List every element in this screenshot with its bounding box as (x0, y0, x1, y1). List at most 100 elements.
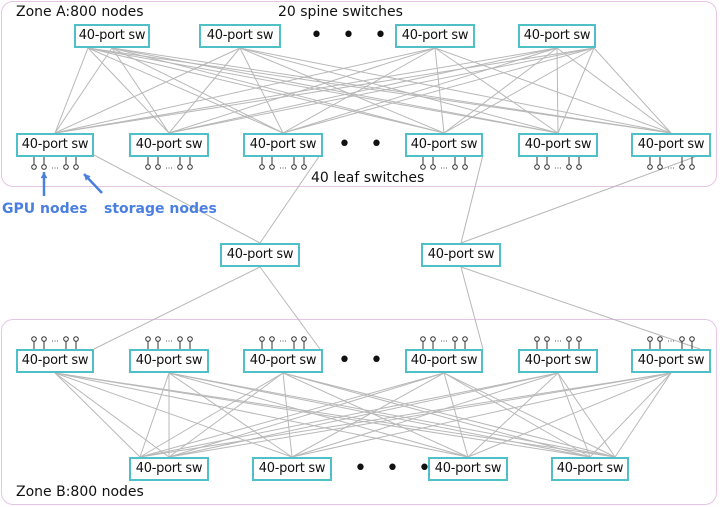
gpu-node-icon (679, 336, 685, 342)
gpu-node-icon (462, 336, 468, 342)
spine-switch-b3: 40-port sw (428, 457, 508, 481)
spine-caption: 20 spine switches (278, 4, 403, 20)
leaf-spine-link (557, 372, 616, 458)
storage-node-icon (452, 164, 458, 170)
storage-node-icon (420, 164, 426, 170)
storage-node-icon (544, 164, 550, 170)
leaf-spine-link (168, 372, 469, 458)
leaf-spine-link (54, 372, 141, 458)
spine-leaf-link (54, 47, 241, 134)
leaf-spine-link (139, 372, 672, 458)
node-ellipsis: ··· (165, 337, 173, 346)
gpu-node-icon (41, 336, 47, 342)
core-switch-left: 40-port sw (220, 243, 300, 267)
gpu-node-icon (576, 336, 582, 342)
leaf-switch-b6: 40-port sw (631, 349, 711, 373)
zone-b-title: Zone B:800 nodes (16, 484, 144, 500)
leaf-switch-b2: 40-port sw (129, 349, 209, 373)
leaf-caption: 40 leaf switches (311, 170, 425, 186)
leaf-switch-b5: 40-port sw (518, 349, 598, 373)
gpu-node-icon (41, 164, 47, 170)
leaf-switch-a4: 40-port sw (405, 133, 483, 157)
leaf-spine-link (291, 372, 445, 458)
leaf-switch-b1: 40-port sw (16, 349, 94, 373)
leaf-spine-link (282, 372, 616, 458)
gpu-node-icon (430, 336, 436, 342)
node-ellipsis: ··· (165, 164, 173, 173)
leaf-switch-a3: 40-port sw (243, 133, 323, 157)
gpu-node-icon (73, 336, 79, 342)
spine-leaf-link (282, 47, 436, 134)
spine-leaf-link (557, 47, 595, 134)
leaf-spine-link (54, 372, 591, 458)
spine-switch-b1: 40-port sw (129, 457, 209, 481)
gpu-node-icon (452, 336, 458, 342)
leaf-switch-a1: 40-port sw (16, 133, 94, 157)
spine-leaf-link (282, 47, 595, 134)
gpu-node-icon (73, 164, 79, 170)
storage-node-icon (534, 164, 540, 170)
gpu-node-icon (689, 336, 695, 342)
spine-b-ellipsis: • • • (354, 456, 437, 481)
gpu-node-icon (31, 336, 37, 342)
storage-node-icon (430, 164, 436, 170)
spine-leaf-link (168, 47, 241, 134)
leaf-core-link (460, 154, 484, 244)
storage-node-icon (177, 164, 183, 170)
storage-node-icon (301, 164, 307, 170)
leaf-spine-link (168, 372, 672, 458)
leaf-spine-link (54, 372, 469, 458)
zone-b-box (1, 319, 717, 505)
spine-leaf-link (87, 47, 672, 134)
spine-switch-b4: 40-port sw (551, 457, 629, 481)
leaf-spine-link (54, 372, 293, 458)
storage-nodes-label: storage nodes (104, 201, 217, 217)
node-ellipsis: ··· (440, 337, 448, 346)
leaf-spine-link (168, 372, 559, 458)
spine-leaf-link (168, 47, 436, 134)
gpu-node-icon (63, 164, 69, 170)
leaf-switch-b4: 40-port sw (405, 349, 483, 373)
leaf-spine-link (443, 372, 591, 458)
node-ellipsis: ··· (51, 337, 59, 346)
leaf-spine-link (168, 372, 293, 458)
node-ellipsis: ··· (279, 164, 287, 173)
leaf-spine-link (168, 372, 591, 458)
gpu-node-icon (269, 336, 275, 342)
spine-leaf-link (434, 47, 672, 134)
gpu-node-icon (31, 164, 37, 170)
gpu-node-icon (647, 336, 653, 342)
gpu-node-icon (301, 336, 307, 342)
gpu-node-icon (145, 336, 151, 342)
leaf-spine-link (168, 372, 445, 458)
leaf-spine-link (139, 372, 170, 458)
leaf-spine-link (139, 372, 559, 458)
leaf-spine-link (467, 372, 672, 458)
gpu-node-icon (155, 336, 161, 342)
gpu-arrow-icon-head (40, 172, 48, 179)
leaf-spine-link (291, 372, 559, 458)
storage-node-icon (187, 164, 193, 170)
gpu-node-icon (566, 336, 572, 342)
node-ellipsis: ··· (554, 164, 562, 173)
spine-leaf-link (443, 47, 558, 134)
node-ellipsis: ··· (667, 164, 675, 173)
gpu-node-icon (177, 336, 183, 342)
leaf-spine-link (139, 372, 284, 458)
storage-node-icon (145, 164, 151, 170)
spine-leaf-link (239, 47, 445, 134)
storage-node-icon (657, 164, 663, 170)
leaf-spine-link (139, 372, 445, 458)
gpu-node-icon (420, 336, 426, 342)
spine-leaf-link (168, 47, 558, 134)
leaf-b-ellipsis: • • • (338, 348, 421, 373)
core-leaf-link (93, 266, 261, 350)
leaf-spine-link (443, 372, 616, 458)
leaf-spine-link (168, 372, 616, 458)
gpu-node-icon (544, 336, 550, 342)
storage-node-icon (576, 164, 582, 170)
spine-leaf-link (87, 47, 170, 134)
spine-switch-3: 40-port sw (395, 24, 475, 48)
leaf-spine-link (54, 372, 170, 458)
